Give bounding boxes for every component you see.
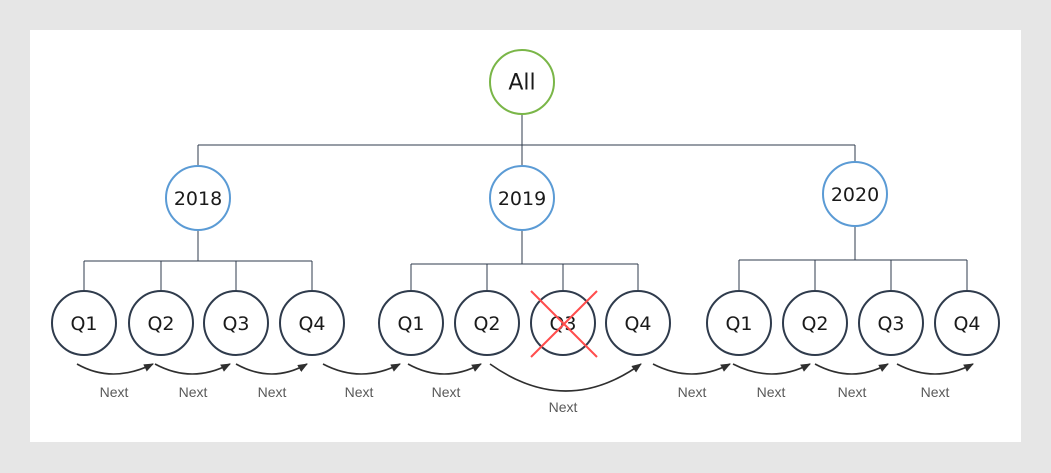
next-arrow	[407, 363, 482, 375]
quarter-node-2019-q4: Q4	[605, 290, 671, 356]
next-arrow	[235, 363, 308, 375]
year-node-2020: 2020	[822, 161, 888, 227]
quarter-node-2020-q4: Q4	[934, 290, 1000, 356]
next-label: Next	[838, 384, 867, 400]
next-label: Next	[757, 384, 786, 400]
year-label: 2020	[831, 184, 879, 206]
next-label: Next	[678, 384, 707, 400]
next-label: Next	[100, 384, 129, 400]
next-label: Next	[258, 384, 287, 400]
quarter-label: Q4	[953, 313, 980, 335]
quarter-label: Q1	[397, 313, 424, 335]
next-arrow	[732, 363, 811, 375]
x-mark-icon	[530, 290, 598, 358]
quarter-label: Q1	[725, 313, 752, 335]
quarter-node-2018-q4: Q4	[279, 290, 345, 356]
next-labels: Next Next Next Next Next Next Next Next …	[100, 384, 950, 415]
next-arrow	[154, 363, 231, 375]
year-label: 2018	[174, 188, 222, 210]
next-label: Next	[179, 384, 208, 400]
next-arrow	[652, 363, 731, 375]
next-arrow	[896, 363, 974, 375]
next-arrow-skip	[489, 363, 642, 392]
next-label: Next	[345, 384, 374, 400]
next-label: Next	[921, 384, 950, 400]
quarter-label: Q4	[298, 313, 325, 335]
root-node: All	[489, 49, 555, 115]
year-node-2018: 2018	[165, 165, 231, 231]
quarter-label: Q2	[473, 313, 500, 335]
year-node-2019: 2019	[489, 165, 555, 231]
quarter-label: Q2	[147, 313, 174, 335]
quarter-node-2019-q1: Q1	[378, 290, 444, 356]
next-arrow	[814, 363, 889, 375]
quarter-node-2020-q3: Q3	[858, 290, 924, 356]
next-arrow	[76, 363, 154, 375]
quarter-node-2018-q3: Q3	[203, 290, 269, 356]
quarter-node-2019-q3-removed: Q3	[530, 290, 598, 358]
quarter-label: Q3	[877, 313, 904, 335]
tree-connectors	[83, 113, 968, 292]
quarter-node-2020-q1: Q1	[706, 290, 772, 356]
next-arrow	[322, 363, 401, 375]
root-label: All	[508, 71, 535, 96]
quarter-label: Q4	[624, 313, 651, 335]
next-label: Next	[432, 384, 461, 400]
year-label: 2019	[498, 188, 546, 210]
quarter-node-2018-q1: Q1	[51, 290, 117, 356]
quarter-label: Q3	[222, 313, 249, 335]
next-label: Next	[549, 399, 578, 415]
quarter-node-2019-q2: Q2	[454, 290, 520, 356]
quarter-node-2018-q2: Q2	[128, 290, 194, 356]
quarter-label: Q2	[801, 313, 828, 335]
quarter-node-2020-q2: Q2	[782, 290, 848, 356]
quarter-label: Q1	[70, 313, 97, 335]
next-arrows	[76, 363, 974, 392]
